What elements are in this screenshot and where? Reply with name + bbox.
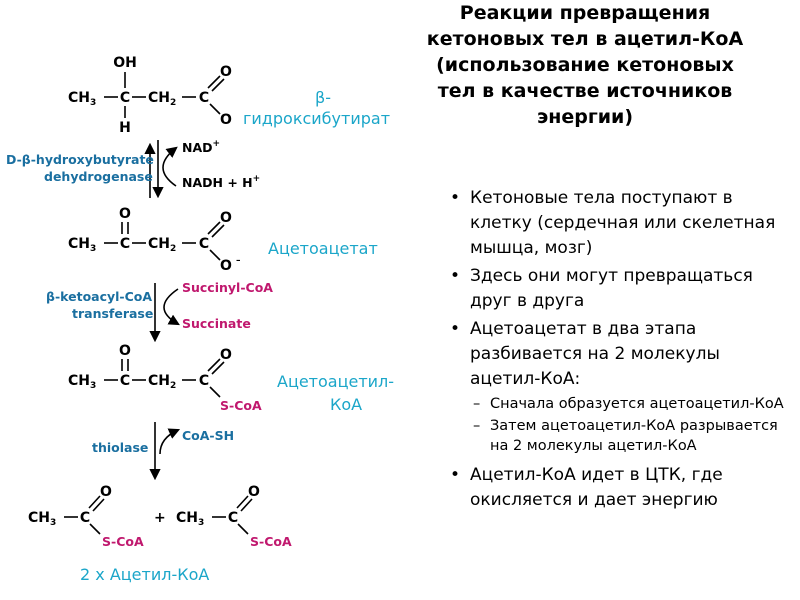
label-hydroxybutyrate: гидроксибутират bbox=[243, 109, 390, 128]
ch3-group: CH3 bbox=[68, 236, 96, 254]
enzyme-transferase-line1: β-ketoacyl-CoA bbox=[46, 289, 152, 304]
oh-group: OH bbox=[113, 55, 137, 71]
title-line: энергии) bbox=[536, 106, 634, 128]
ch3-group: CH3 bbox=[68, 373, 96, 391]
acetyl-coa-structure-2: CH3 C O S-CoA bbox=[176, 484, 292, 549]
title-line: Реакции превращения bbox=[459, 2, 711, 24]
thioester-carbon: C bbox=[199, 373, 209, 389]
sub-bullet-list: Сначала образуется ацетоацетил-КоА Затем… bbox=[470, 394, 790, 460]
carbonyl-oxygen: O bbox=[248, 484, 260, 500]
carboxyl-carbon: C bbox=[199, 236, 209, 252]
ch3-group: CH3 bbox=[68, 90, 96, 108]
label-beta: β- bbox=[315, 88, 331, 107]
label-acetoacetate: Ацетоацетат bbox=[268, 239, 378, 258]
beta-hydroxybutyrate-structure: OH CH3 C CH2 C O O H bbox=[68, 55, 232, 136]
label-acetyl-coa-x2: 2 х Ацетил-КоА bbox=[80, 565, 209, 584]
carbonyl-oxygen: O bbox=[220, 64, 232, 80]
label-acetoacetyl-line1: Ацетоацетил- bbox=[277, 372, 394, 391]
ch2-group: CH2 bbox=[148, 90, 176, 108]
step1-equilibrium-arrows bbox=[144, 140, 178, 199]
bullet-text: Ацетоацетат в два этапа разбивается на 2… bbox=[470, 319, 720, 389]
acetyl-coa-structure-1: CH3 C O S-CoA bbox=[28, 484, 144, 549]
minus-charge: – bbox=[236, 256, 241, 266]
carboxylate-oxygen: O bbox=[220, 258, 232, 274]
plus-sign: + bbox=[154, 510, 166, 526]
step3-arrow bbox=[149, 422, 181, 481]
ch3-group: CH3 bbox=[28, 510, 56, 528]
acetoacetyl-coa-structure: O CH3 C CH2 C O S-CoA bbox=[68, 343, 262, 413]
enzyme-dehydrogenase-line2: dehydrogenase bbox=[44, 169, 153, 184]
keto-oxygen: O bbox=[119, 343, 131, 359]
cofactor-nadh: NADH + H+ bbox=[182, 174, 260, 190]
carbonyl-carbon: C bbox=[228, 510, 238, 526]
sub-bullet-item: Сначала образуется ацетоацетил-КоА bbox=[470, 394, 790, 414]
carbonyl-oxygen: O bbox=[100, 484, 112, 500]
carbonyl-oxygen: O bbox=[220, 210, 232, 226]
s-coa-group: S-CoA bbox=[250, 534, 292, 549]
bullet-item: Здесь они могут превращаться друг в друг… bbox=[450, 264, 790, 314]
enzyme-transferase-line2: transferase bbox=[72, 306, 153, 321]
s-coa-group: S-CoA bbox=[102, 534, 144, 549]
keto-carbon: C bbox=[120, 373, 130, 389]
acetoacetate-structure: O CH3 C CH2 C O O – bbox=[68, 206, 241, 274]
title-line: (использование кетоновых bbox=[436, 54, 734, 76]
s-coa-group: S-CoA bbox=[220, 398, 262, 413]
carboxyl-carbon: C bbox=[199, 90, 209, 106]
label-acetoacetyl-line2: КоА bbox=[330, 395, 362, 414]
step2-arrow bbox=[149, 283, 180, 343]
cofactor-succinyl-coa: Succinyl-CoA bbox=[182, 280, 273, 295]
oxygen-atom: O bbox=[220, 112, 232, 128]
ch2-group: CH2 bbox=[148, 236, 176, 254]
cofactor-nad: NAD+ bbox=[182, 139, 220, 155]
carbonyl-oxygen: O bbox=[220, 347, 232, 363]
title-line: кетоновых тел в ацетил-КоА bbox=[426, 28, 744, 50]
carbonyl-carbon: C bbox=[80, 510, 90, 526]
title-line: тел в качестве источников bbox=[437, 80, 733, 102]
cofactor-succinate: Succinate bbox=[182, 316, 251, 331]
hydrogen-atom: H bbox=[119, 120, 131, 136]
cofactor-coa-sh: CoA-SH bbox=[182, 428, 234, 443]
bullet-item: Ацетил-КоА идет в ЦТК, где окисляется и … bbox=[450, 463, 790, 513]
enzyme-thiolase: thiolase bbox=[92, 440, 148, 455]
keto-oxygen: O bbox=[119, 206, 131, 222]
bullet-item: Кетоновые тела поступают в клетку (серде… bbox=[450, 186, 790, 261]
bullet-list: Кетоновые тела поступают в клетку (серде… bbox=[450, 186, 790, 516]
carbon-atom: C bbox=[120, 90, 130, 106]
ch2-group: CH2 bbox=[148, 373, 176, 391]
keto-carbon: C bbox=[120, 236, 130, 252]
enzyme-dehydrogenase-line1: D-β-hydroxybutyrate bbox=[6, 152, 154, 167]
reaction-diagram: OH CH3 C CH2 C O O H β- гидроксибутират … bbox=[6, 55, 394, 584]
bullet-item: Ацетоацетат в два этапа разбивается на 2… bbox=[450, 317, 790, 460]
slide-title: Реакции превращения кетоновых тел в ацет… bbox=[395, 0, 775, 130]
sub-bullet-item: Затем ацетоацетил-КоА разрывается на 2 м… bbox=[470, 416, 790, 456]
ch3-group: CH3 bbox=[176, 510, 204, 528]
